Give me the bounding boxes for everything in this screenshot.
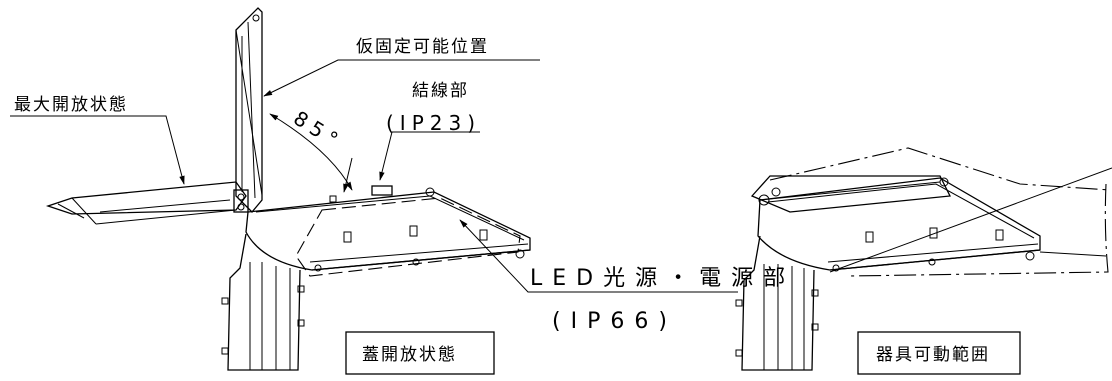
fixture-body [245, 185, 531, 277]
right-fixture-drawing [735, 147, 1112, 375]
bracket [221, 233, 305, 371]
label-led-power-part: LED光源・電源部 [530, 266, 795, 291]
leader-temp-fix [263, 59, 540, 97]
leader-wiring-2 [343, 157, 353, 193]
hinge [233, 189, 249, 213]
label-temp-fix-position: 仮固定可能位置 [356, 37, 489, 57]
right-bracket [735, 235, 819, 371]
label-movable-range: 器具可動範囲 [876, 345, 990, 365]
label-wiring-ip: (IP23) [386, 111, 481, 135]
open-lid [45, 181, 247, 225]
movable-range-label-box [857, 331, 1021, 375]
lid-open-label-box [345, 331, 495, 375]
label-angle: 85° [289, 106, 347, 155]
label-lid-open-state: 蓋開放状態 [362, 345, 457, 365]
movable-range-envelope [769, 147, 1112, 277]
leader-max-open [10, 115, 185, 185]
left-fixture-drawing [10, 7, 738, 375]
label-led-ip: (IP66) [552, 309, 677, 334]
leader-wiring [379, 131, 480, 181]
raised-lid [235, 7, 263, 213]
right-fixture-body [750, 175, 1041, 272]
label-max-open-state: 最大開放状態 [14, 95, 128, 115]
label-wiring-part: 結線部 [412, 81, 469, 101]
leader-led [459, 219, 738, 293]
